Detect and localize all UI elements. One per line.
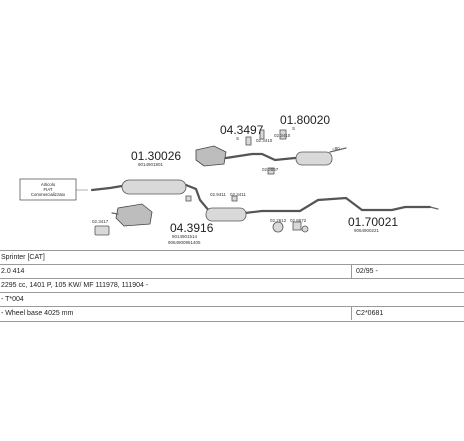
info-row-engine: 2.0 414 02/95 - <box>0 264 464 279</box>
wheel-base: - Wheel base 4025 mm <box>1 310 74 317</box>
flex-connector <box>94 225 110 236</box>
connector-bracket <box>231 195 238 202</box>
type-code: - T*004 <box>1 296 24 303</box>
part-code: 04.3916 <box>170 221 214 235</box>
catalyst-converter <box>115 203 153 227</box>
exhaust-system-diagram: Articolo FIAT Commercializzato 01.30026 … <box>19 113 439 245</box>
clamp <box>267 167 275 175</box>
middle-silencer <box>205 207 247 222</box>
part-code: 01.30026 <box>131 149 181 163</box>
part-code: 01.70021 <box>348 215 398 229</box>
model-name: Sprinter [CAT] <box>1 254 45 261</box>
part-ref: S <box>236 136 239 141</box>
upper-rear-pipe <box>329 147 347 153</box>
gasket <box>301 225 309 233</box>
component-code: 02.2612 <box>270 218 287 223</box>
component-code: 02.9411 <box>210 192 226 197</box>
clamp <box>279 129 287 140</box>
production-date: 02/95 - <box>356 268 378 275</box>
engine-code: 2.0 414 <box>1 268 25 275</box>
component-code: 02.3410 <box>256 138 273 143</box>
component-code: 02.3867 <box>262 167 279 172</box>
connector-bracket <box>245 136 252 146</box>
note-line: FIAT <box>44 187 53 192</box>
upper-catalyst <box>195 145 227 167</box>
front-pipe <box>90 184 124 192</box>
note-line: Articolo <box>41 182 56 187</box>
hanger-ring <box>272 221 284 233</box>
info-row-specs: 2295 cc, 1401 P, 105 KW/ MF 111978, 1119… <box>0 278 464 293</box>
upper-pipe <box>224 152 297 162</box>
note-box <box>19 178 77 201</box>
part-ref: 9064900951405 <box>168 240 201 245</box>
component-code: 02.3417 <box>92 219 109 224</box>
part-ref: 9014901514 <box>172 234 198 239</box>
part-ref: S <box>292 126 295 131</box>
component-code: 02.3411 <box>230 192 246 197</box>
component-code: 02.3410 <box>274 133 291 138</box>
center-pipe <box>243 196 432 215</box>
note-line: Commercializzato <box>31 192 66 197</box>
part-ref: 9014901801 <box>138 162 164 167</box>
column-divider <box>351 306 352 320</box>
clamp <box>259 129 265 140</box>
tailpipe-end <box>429 206 439 210</box>
catalog-code: C2*0681 <box>356 310 384 317</box>
part-ref: 9064900221 <box>354 228 380 233</box>
clamp <box>292 221 302 231</box>
info-row-wheelbase: - Wheel base 4025 mm C2*0681 <box>0 306 464 322</box>
info-row-type: - T*004 <box>0 292 464 307</box>
mid-pipe <box>184 183 212 214</box>
component-code: =80 <box>332 146 340 151</box>
catalyst-flange <box>111 212 119 215</box>
info-row-model: Sprinter [CAT] <box>0 250 464 265</box>
front-silencer <box>121 179 187 195</box>
connector-bracket <box>185 195 192 202</box>
component-code: 02.8672 <box>290 218 307 223</box>
rear-silencer <box>295 151 333 166</box>
engine-specs: 2295 cc, 1401 P, 105 KW/ MF 111978, 1119… <box>1 282 149 289</box>
part-code: 01.80020 <box>280 113 330 127</box>
part-code: 04.3497 <box>220 123 264 137</box>
column-divider <box>351 264 352 278</box>
